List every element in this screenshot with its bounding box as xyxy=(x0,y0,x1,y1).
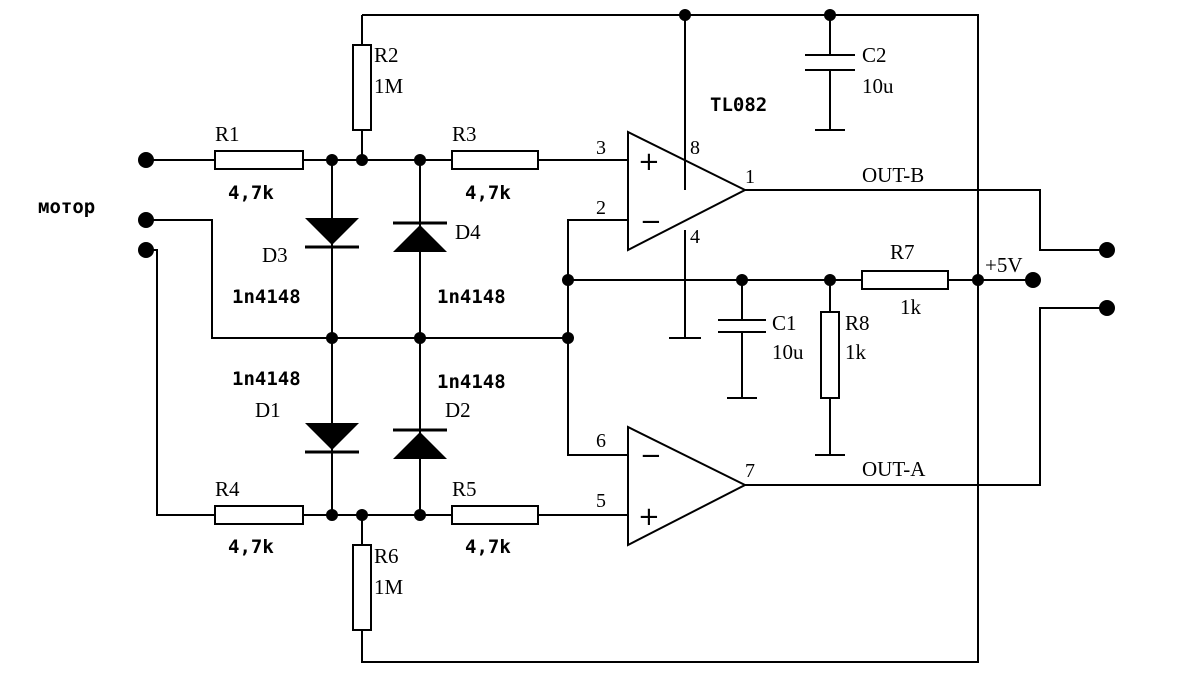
d1-type: 1n4148 xyxy=(232,368,301,390)
diode-d3 xyxy=(305,218,359,249)
c1-label: C1 xyxy=(772,311,797,335)
junction-dot xyxy=(356,509,368,521)
resistor-r3 xyxy=(451,150,539,170)
r3-label: R3 xyxy=(452,122,477,146)
d3-label: D3 xyxy=(262,243,288,267)
d2-label: D2 xyxy=(445,398,471,422)
junction-dot xyxy=(326,154,338,166)
r3-value: 4,7k xyxy=(465,182,511,204)
opamp-a-pin-vcc: 8 xyxy=(690,137,700,159)
r1-label: R1 xyxy=(215,122,240,146)
resistor-r7 xyxy=(861,270,949,290)
r8-label: R8 xyxy=(845,311,870,335)
terminal-dot xyxy=(1099,242,1115,258)
resistor-r2 xyxy=(352,44,372,131)
d4-type: 1n4148 xyxy=(437,286,506,308)
opamp-a-pin-plus: 3 xyxy=(596,137,606,159)
diode-d2 xyxy=(393,428,447,459)
wires xyxy=(146,14,1107,663)
junction-dot xyxy=(824,9,836,21)
d4-label: D4 xyxy=(455,220,481,244)
terminal-dot xyxy=(1099,300,1115,316)
opamp-a-pin-out: 1 xyxy=(745,166,755,188)
motor-label: мотор xyxy=(38,196,95,218)
capacitor-c1 xyxy=(718,319,766,333)
opamp-a-plus-sign: + xyxy=(638,147,660,177)
capacitor-c2 xyxy=(805,54,855,71)
opamp-b-plus-sign: + xyxy=(638,502,660,532)
terminal-dot xyxy=(138,152,154,168)
junction-dot xyxy=(356,154,368,166)
junctions xyxy=(138,9,1115,521)
resistor-r5 xyxy=(451,505,539,525)
r4-value: 4,7k xyxy=(228,536,274,558)
r5-value: 4,7k xyxy=(465,536,511,558)
r6-label: R6 xyxy=(374,544,399,568)
r6-value: 1M xyxy=(374,575,404,599)
junction-dot xyxy=(414,332,426,344)
d3-type: 1n4148 xyxy=(232,286,301,308)
capacitors xyxy=(718,54,855,333)
terminal-dot xyxy=(138,242,154,258)
junction-dot xyxy=(562,274,574,286)
d2-type: 1n4148 xyxy=(437,371,506,393)
junction-dot xyxy=(824,274,836,286)
junction-dot xyxy=(679,9,691,21)
c2-value: 10u xyxy=(862,74,894,98)
c1-value: 10u xyxy=(772,340,804,364)
out-b-label: OUT-B xyxy=(862,163,924,187)
terminal-dot xyxy=(1025,272,1041,288)
opamp-a-pin-gnd: 4 xyxy=(690,226,700,248)
terminal-dot xyxy=(138,212,154,228)
junction-dot xyxy=(736,274,748,286)
r7-value: 1k xyxy=(900,295,922,319)
vcc-label: +5V xyxy=(985,253,1023,277)
r4-label: R4 xyxy=(215,477,240,501)
resistor-r8 xyxy=(820,311,840,399)
c2-label: C2 xyxy=(862,43,887,67)
r2-value: 1M xyxy=(374,74,404,98)
opamp-a-pin-minus: 2 xyxy=(596,197,606,219)
opamp-a: + − 3 2 1 8 4 xyxy=(596,130,755,252)
junction-dot xyxy=(562,332,574,344)
opamp-b-pin-plus: 5 xyxy=(596,490,606,512)
diode-d1 xyxy=(305,423,359,454)
r7-label: R7 xyxy=(890,240,915,264)
out-a-label: OUT-A xyxy=(862,457,926,481)
resistor-r4 xyxy=(214,505,304,525)
resistors xyxy=(214,44,949,631)
opamp-a-minus-sign: − xyxy=(640,207,662,237)
ic-label: TL082 xyxy=(710,94,767,116)
diodes xyxy=(305,218,447,459)
r8-value: 1k xyxy=(845,340,867,364)
junction-dot xyxy=(414,509,426,521)
r2-label: R2 xyxy=(374,43,399,67)
junction-dot xyxy=(326,332,338,344)
opamp-b-minus-sign: − xyxy=(640,441,662,471)
labels: мотор R1 4,7k R2 1M R3 4,7k R4 4,7k R5 4… xyxy=(38,43,1023,599)
opamp-b: − + 6 5 7 xyxy=(596,425,755,547)
r1-value: 4,7k xyxy=(228,182,274,204)
opamp-b-pin-out: 7 xyxy=(745,460,755,482)
resistor-r1 xyxy=(214,150,304,170)
junction-dot xyxy=(326,509,338,521)
diode-d4 xyxy=(393,221,447,252)
resistor-r6 xyxy=(352,544,372,631)
r5-label: R5 xyxy=(452,477,477,501)
opamp-b-pin-minus: 6 xyxy=(596,430,606,452)
d1-label: D1 xyxy=(255,398,281,422)
junction-dot xyxy=(972,274,984,286)
junction-dot xyxy=(414,154,426,166)
